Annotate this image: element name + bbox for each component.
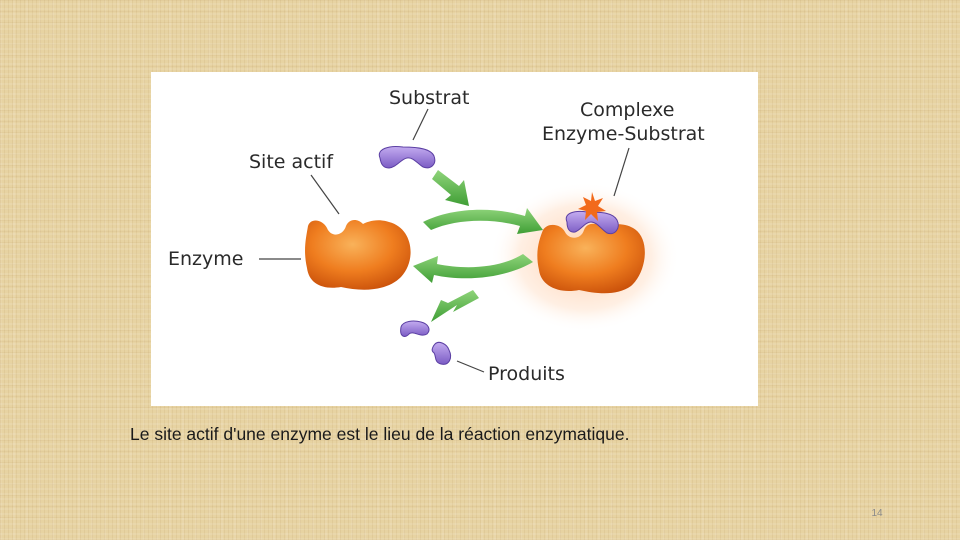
leader-substrat	[412, 108, 429, 141]
product-shape-1	[400, 320, 430, 337]
label-site-actif: Site actif	[249, 151, 334, 173]
leader-site-actif	[310, 174, 340, 215]
diagram-graphic	[259, 108, 680, 373]
label-enzyme: Enzyme	[168, 248, 244, 270]
label-produits: Produits	[488, 363, 565, 385]
slide-caption: Le site actif d'une enzyme est le lieu d…	[130, 424, 630, 444]
enzyme-shape	[305, 220, 411, 290]
arrow-backward	[413, 254, 533, 283]
label-complexe-line2: Enzyme-Substrat	[542, 123, 705, 145]
enzyme-diagram: Substrat Site actif Complexe Enzyme-Subs…	[151, 72, 758, 406]
page-number: 14	[871, 508, 883, 519]
substrate-shape	[378, 146, 436, 169]
arrow-substrate-binding	[432, 170, 469, 206]
product-shape-2	[431, 341, 452, 365]
leader-produits	[456, 360, 485, 373]
complex-enzyme-shape	[537, 223, 645, 294]
leader-complexe	[613, 147, 630, 197]
label-complexe-line1: Complexe	[580, 99, 675, 121]
arrow-forward	[423, 208, 543, 234]
arrow-product-release	[431, 290, 479, 322]
label-substrat: Substrat	[389, 87, 470, 109]
reaction-spark-icon	[578, 192, 606, 221]
